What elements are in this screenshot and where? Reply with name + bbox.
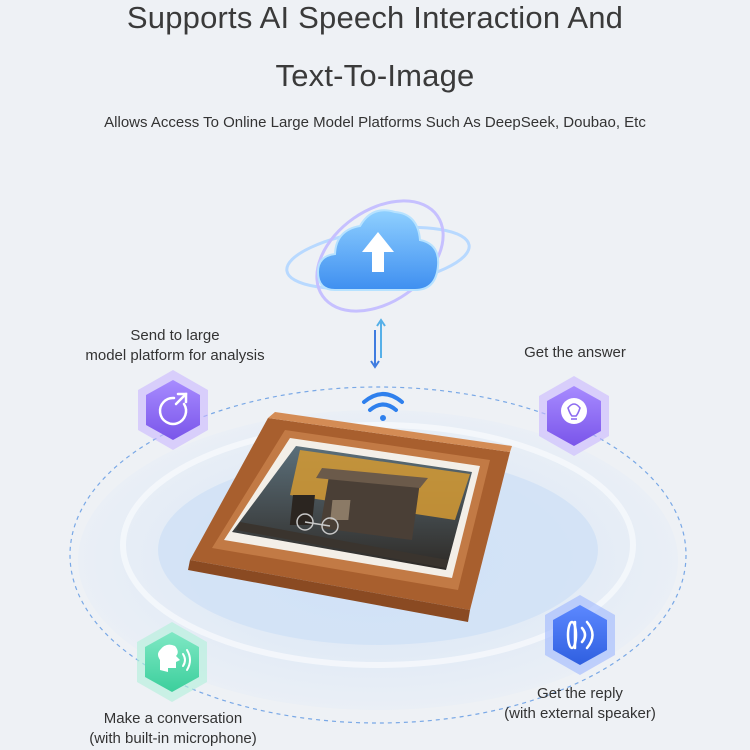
answer-step-label: Get the answer <box>524 344 626 361</box>
reply-step-label: Get the reply (with external speaker) <box>504 685 656 722</box>
send-to-platform-hex <box>138 370 208 450</box>
platform-inner-ring <box>120 422 636 668</box>
wifi-icon <box>362 392 404 421</box>
page-title-line-2: Text-To-Image <box>275 58 475 93</box>
digital-photo-frame <box>188 412 512 622</box>
platform-outer-ring <box>69 386 687 724</box>
send-step-label: Send to large model platform for analysi… <box>85 327 265 364</box>
get-reply-hex <box>545 595 615 675</box>
get-answer-hex <box>539 376 609 456</box>
speaker-icon <box>566 620 594 650</box>
page-subtitle: Allows Access To Online Large Model Plat… <box>104 114 646 131</box>
lightbulb-icon <box>561 398 587 424</box>
cloud-upload-icon <box>285 199 471 313</box>
conversation-step-label: Make a conversation (with built-in micro… <box>89 710 257 747</box>
page-title: Supports AI Speech Interaction And <box>126 0 624 35</box>
speaking-head-icon <box>158 644 191 672</box>
conversation-hex <box>137 622 207 702</box>
data-transfer-arrows-icon <box>370 318 386 369</box>
refresh-arrow-icon <box>158 392 188 426</box>
